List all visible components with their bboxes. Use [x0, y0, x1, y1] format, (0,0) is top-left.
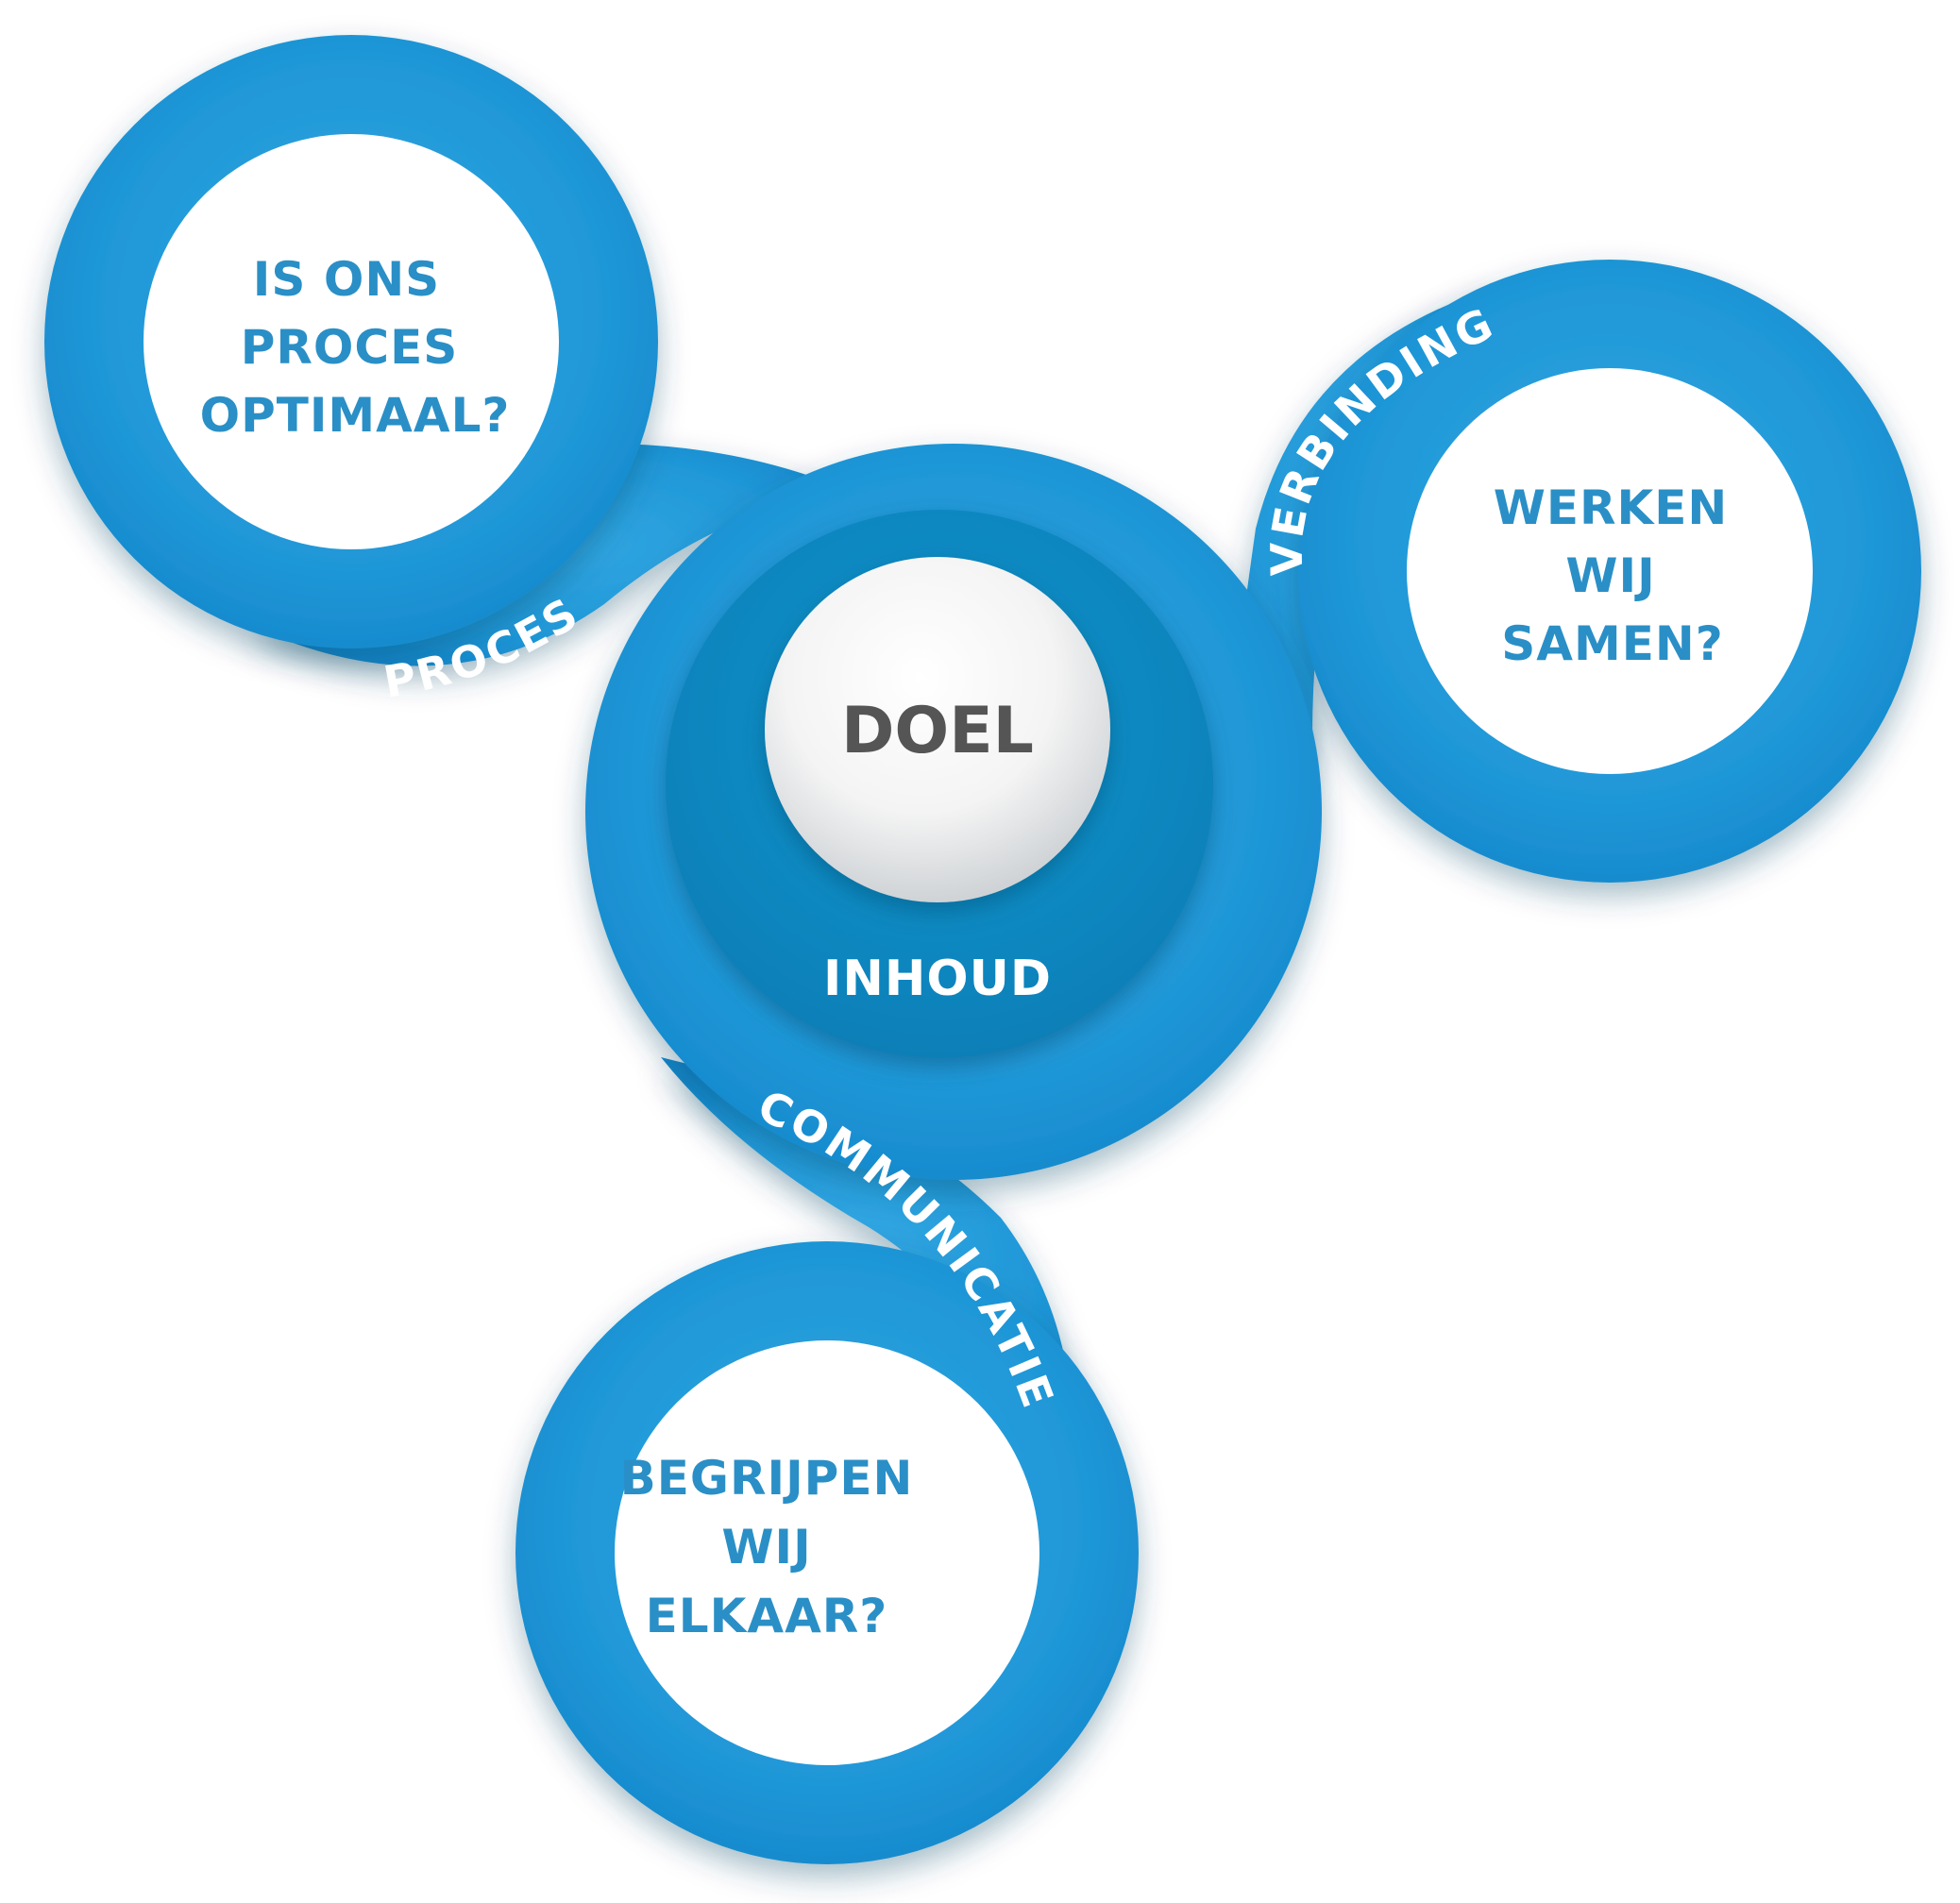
verbinding-question-line: WIJ: [1565, 548, 1655, 603]
verbinding-question-line: SAMEN?: [1501, 616, 1723, 671]
proces-question: IS ONS PROCES OPTIMAAL?: [200, 252, 511, 443]
verbinding-node-hole: [1407, 368, 1813, 774]
communicatie-question-line: ELKAAR?: [646, 1589, 888, 1643]
verbinding-question-line: WERKEN: [1494, 480, 1729, 535]
communicatie-question-line: WIJ: [721, 1520, 811, 1575]
proces-question-line: PROCES: [241, 320, 459, 375]
proces-node-hole: [144, 134, 559, 549]
proces-question-line: IS ONS: [253, 252, 440, 307]
goal-ball: [765, 557, 1110, 902]
communicatie-node-hole: [615, 1340, 1039, 1765]
content-label: INHOUD: [823, 951, 1052, 1007]
goal-title: DOEL: [841, 694, 1034, 768]
proces-question-line: OPTIMAAL?: [200, 388, 511, 443]
verbinding-question: WERKEN WIJ SAMEN?: [1494, 480, 1729, 671]
communicatie-question-line: BEGRIJPEN: [620, 1451, 914, 1506]
communicatie-question: BEGRIJPEN WIJ ELKAAR?: [620, 1451, 914, 1643]
